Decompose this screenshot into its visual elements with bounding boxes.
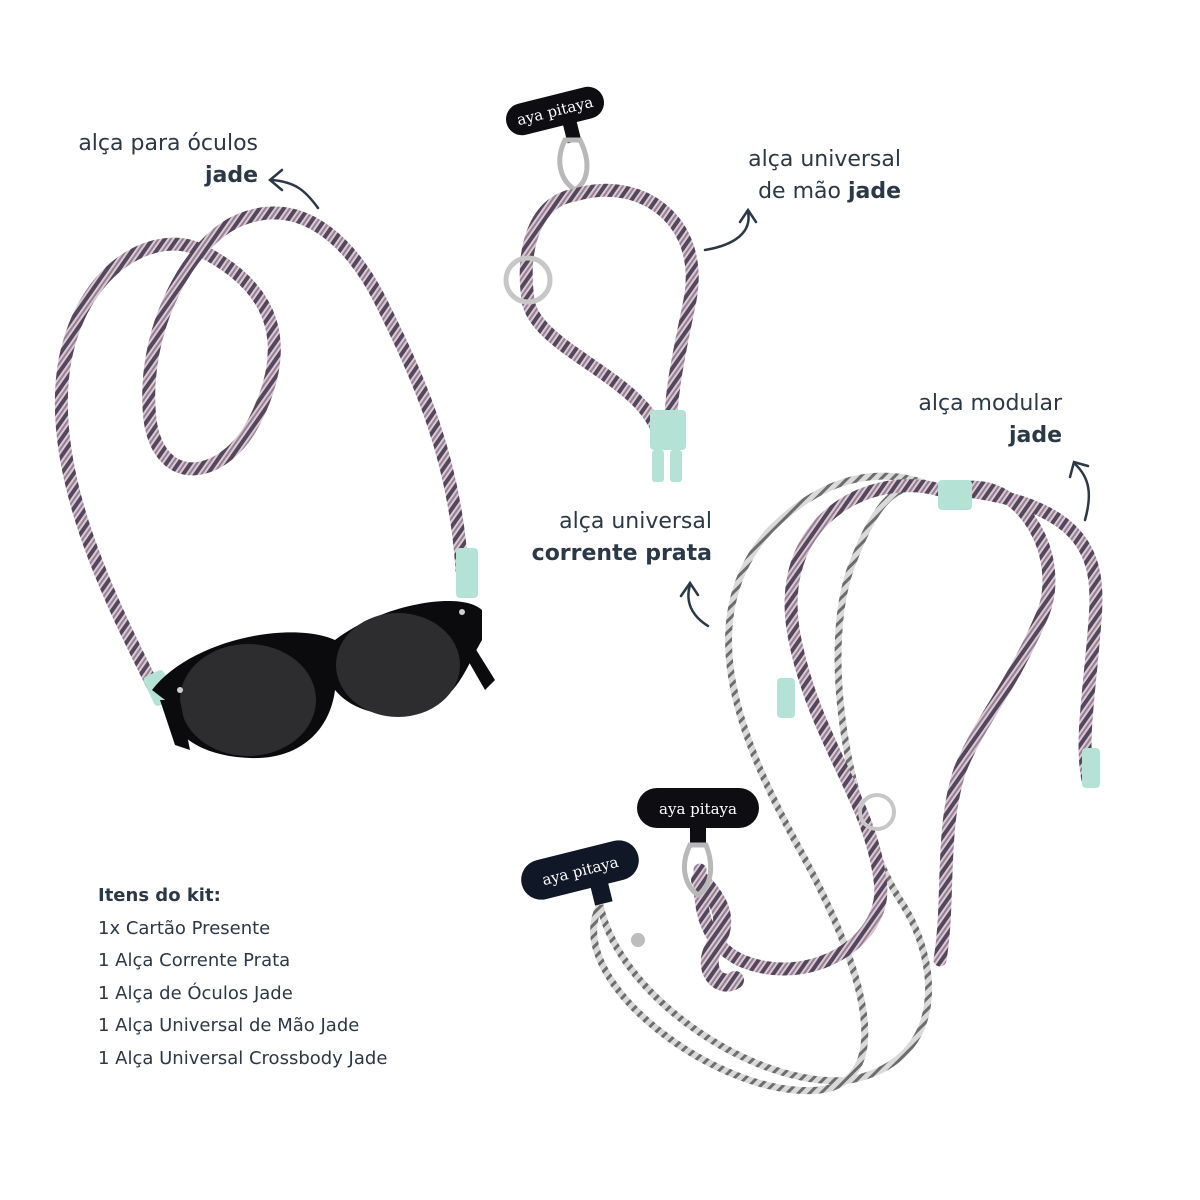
label-chain-line1: alça universal: [559, 509, 712, 534]
key-ring: [503, 255, 553, 305]
lens-right: [336, 613, 460, 717]
modular-strap-brand: aya pitaya: [659, 800, 737, 818]
kit-item: 1 Alça Universal Crossbody Jade: [98, 1047, 388, 1069]
modular-strap: aya pitaya: [637, 479, 1103, 992]
sunglasses: [152, 601, 495, 759]
label-hand-line2-prefix: de mão: [758, 179, 848, 204]
arrow-modular: [1068, 460, 1091, 522]
kit-item: 1x Cartão Presente: [98, 917, 271, 939]
arrow-mao: [703, 207, 758, 252]
chain-line-a: [590, 472, 942, 1095]
label-chain-strap: alça universal corrente prata: [490, 506, 712, 570]
label-hand-line1: alça universal: [748, 147, 901, 172]
label-modular-line1: alça modular: [918, 391, 1062, 416]
hand-strap-tag: [506, 86, 604, 136]
hand-cord: [519, 183, 699, 447]
carabiner: [557, 137, 590, 194]
glasses-strap: [54, 206, 495, 759]
hand-jade-cap: [650, 410, 686, 450]
kit-item: 1 Alça Corrente Prata: [98, 950, 291, 971]
glasses-cord: [54, 206, 469, 697]
label-chain-line2: corrente prata: [531, 541, 712, 566]
modular-cord-a: [693, 479, 947, 976]
modular-jade-end-b: [1082, 748, 1100, 788]
modular-jade-slider: [938, 480, 972, 510]
hand-strap: aya pitaya: [503, 86, 699, 482]
modular-jade-end-a: [777, 678, 795, 718]
chain-strap: aya pitaya: [521, 472, 942, 1095]
arrow-oculos: [268, 168, 320, 210]
arrow-corrente: [679, 580, 710, 628]
modular-strap-tag: [637, 788, 759, 828]
label-glasses-line2: jade: [204, 163, 258, 188]
modular-carabiner: [681, 842, 714, 899]
lens-left: [180, 644, 316, 756]
label-glasses-line1: alça para óculos: [78, 131, 258, 156]
label-hand-strap: alça universal de mão jade: [700, 144, 901, 208]
modular-knot: [691, 871, 744, 992]
kit-title: Itens do kit:: [98, 885, 221, 906]
kit-item: 1 Alça Universal de Mão Jade: [98, 1015, 360, 1036]
kit-item: 1 Alça de Óculos Jade: [98, 982, 293, 1004]
jade-cap-right: [456, 548, 478, 598]
label-modular-line2: jade: [1008, 423, 1062, 448]
chain-strap-tag: [521, 840, 639, 900]
label-modular-strap: alça modular jade: [862, 388, 1062, 452]
modular-ring: [858, 793, 896, 831]
chain-line-b: [596, 483, 941, 1085]
label-glasses-strap: alça para óculos jade: [58, 128, 258, 192]
kit-list: Itens do kit: 1x Cartão Presente 1 Alça …: [98, 880, 387, 1075]
modular-cord-b: [953, 483, 1103, 787]
label-hand-line2-bold: jade: [847, 179, 901, 204]
